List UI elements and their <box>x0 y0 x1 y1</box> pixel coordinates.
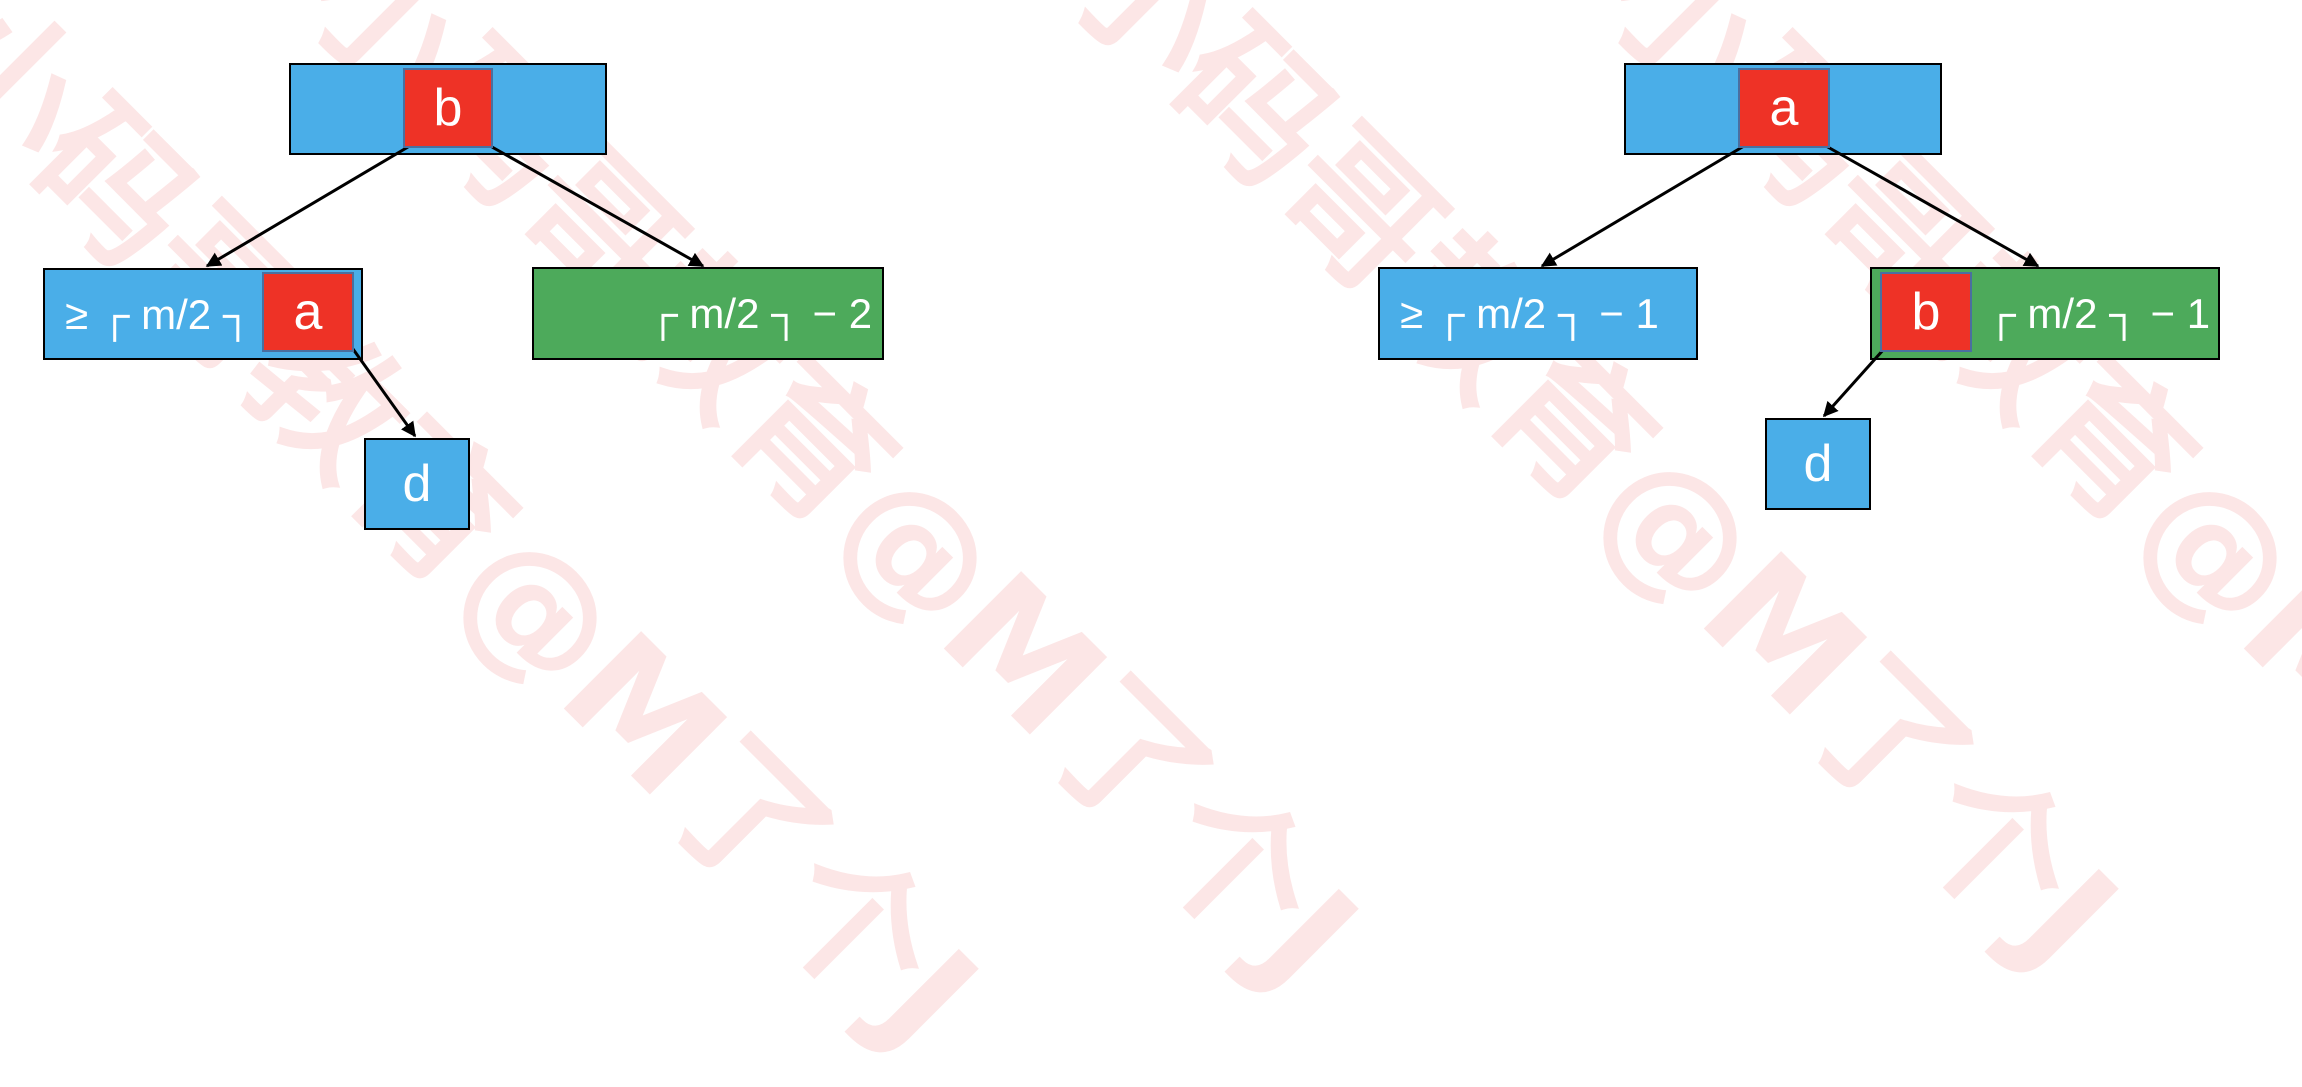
right-tree-right-child-key: b <box>1880 272 1972 352</box>
left-tree-left-child-key: a <box>262 272 354 352</box>
edge-left-key-to-leaf <box>351 348 417 438</box>
right-tree-leaf-node: d <box>1765 418 1871 510</box>
right-tree-right-child-label: ┌ m/2 ┐ − 1 <box>1986 290 2211 337</box>
right-tree-left-child-label: ≥ ┌ m/2 ┐ − 1 <box>1400 290 1659 337</box>
watermark: 小码哥教育@M了个J <box>1032 0 2149 1002</box>
edge-right-root-to-left-child <box>1540 144 1745 268</box>
left-tree-left-child-label: ≥ ┌ m/2 ┐ <box>65 291 253 338</box>
edge-left-root-to-left-child <box>205 145 409 268</box>
left-tree-right-child-node: ┌ m/2 ┐ − 2 <box>532 267 884 360</box>
right-tree-root-key: a <box>1738 68 1830 148</box>
left-tree-right-child-label: ┌ m/2 ┐ − 2 <box>648 290 873 337</box>
right-tree-left-child-node: ≥ ┌ m/2 ┐ − 1 <box>1378 267 1698 360</box>
left-tree-root-key: b <box>403 68 493 148</box>
edge-right-root-to-right-child <box>1825 144 2040 268</box>
watermark: 小码哥教育@M了个J <box>0 0 1009 1082</box>
edge-left-root-to-right-child <box>491 145 705 268</box>
left-tree-leaf-node: d <box>364 438 470 530</box>
